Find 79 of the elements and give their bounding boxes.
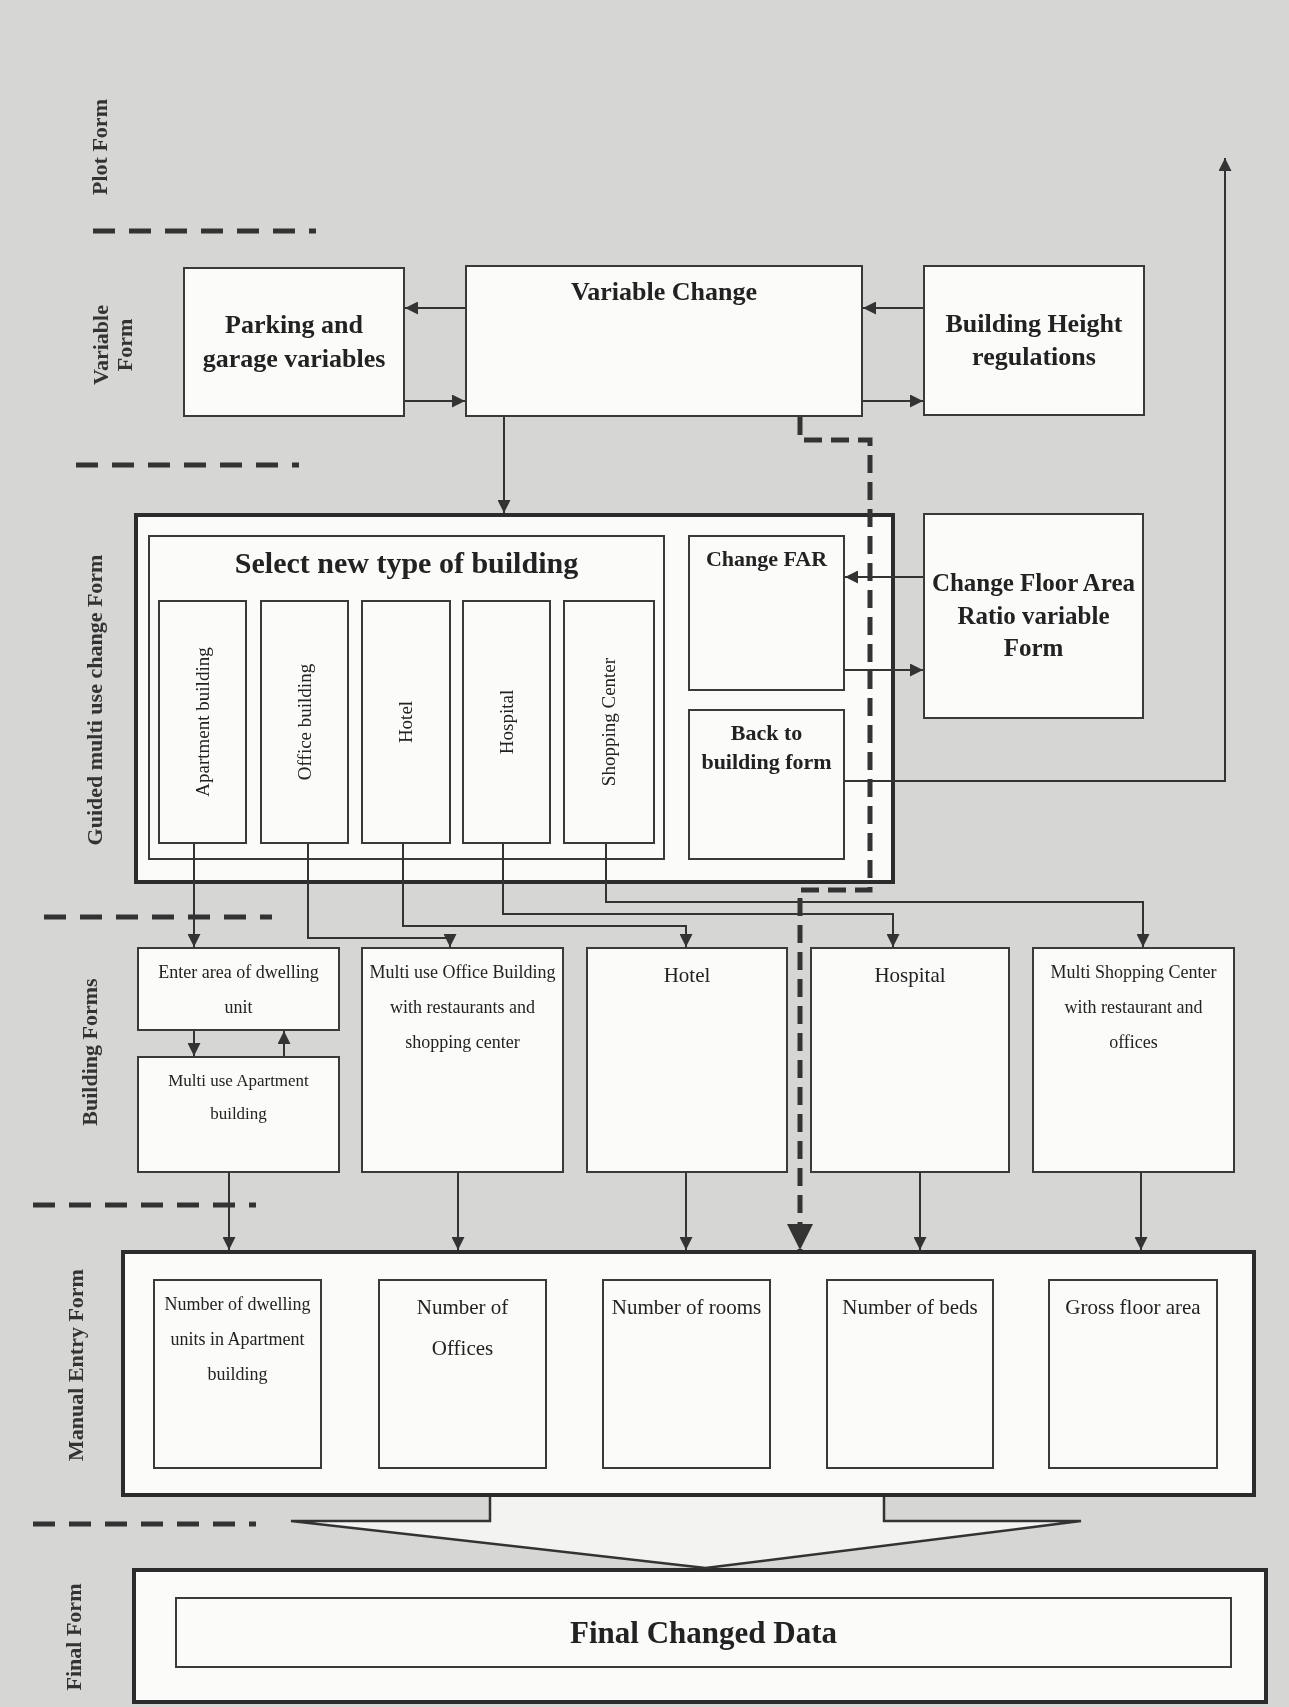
- section-label: Guided multi use change Form: [82, 553, 108, 848]
- box-label: Multi use Apartment building: [167, 1070, 310, 1126]
- arrow: [862, 394, 924, 408]
- box-label: Building Height regulations: [944, 307, 1124, 374]
- box-label: Number of beds: [841, 1294, 979, 1321]
- box-label: Select new type of building: [233, 545, 580, 581]
- form-box: [602, 1279, 771, 1469]
- return-arrow: [844, 157, 1232, 782]
- box-label: Change Floor Area Ratio variable Form: [930, 568, 1137, 664]
- arrow: [862, 301, 924, 315]
- form-box: [361, 600, 451, 844]
- box-label: Hospital: [873, 962, 947, 989]
- arrow: [787, 417, 873, 1250]
- form-box: [688, 709, 845, 860]
- arrow: [404, 301, 466, 315]
- box-label: Hospital: [495, 689, 518, 755]
- arrow: [605, 843, 1150, 948]
- box-label: Multi Shopping Center with restaurant and offices: [1049, 961, 1218, 1055]
- box-label: Enter area of dwelling unit: [157, 961, 320, 1020]
- box-label: Shopping Center: [598, 657, 620, 787]
- form-box: [361, 947, 564, 1173]
- arrow: [502, 843, 900, 948]
- box-label: Change FAR: [704, 545, 829, 573]
- form-box: [175, 1597, 1232, 1668]
- arrow: [679, 1172, 693, 1251]
- arrow: [497, 416, 511, 514]
- section-label: Final Form: [61, 1582, 87, 1693]
- arrow: [451, 1172, 465, 1251]
- form-panel: [132, 1568, 1268, 1704]
- box-label: Variable Change: [569, 276, 759, 308]
- arrow: [844, 570, 924, 584]
- arrow: [404, 394, 466, 408]
- arrow: [307, 843, 457, 948]
- box-label: Office building: [293, 663, 316, 781]
- form-box: [688, 535, 845, 691]
- section-label: Plot Form: [87, 98, 113, 197]
- box-label: Apartment building: [191, 647, 214, 797]
- form-box: [1032, 947, 1235, 1173]
- form-box: [462, 600, 551, 844]
- form-box: [923, 265, 1145, 416]
- box-label: Multi use Office Building with restaurants and shopping center: [368, 961, 557, 1055]
- box-label: Final Changed Data: [569, 1613, 838, 1652]
- form-box: [923, 513, 1144, 719]
- arrow: [187, 843, 201, 948]
- box-label: Gross floor area: [1064, 1294, 1202, 1321]
- form-box: [378, 1279, 547, 1469]
- form-panel: [134, 513, 895, 884]
- box-label: Parking and garage variables: [201, 309, 387, 375]
- form-box: [260, 600, 349, 844]
- box-label: Back to building form: [700, 719, 833, 776]
- funnel-arrow: [289, 1495, 1083, 1570]
- section-label: Building Forms: [77, 977, 103, 1128]
- arrow: [402, 843, 693, 948]
- box-label: Number of dwelling units in Apartment building: [163, 1293, 312, 1387]
- section-label: Manual Entry Form: [63, 1268, 89, 1463]
- box-label: Hotel: [662, 962, 712, 989]
- form-box: [826, 1279, 994, 1469]
- arrow: [1134, 1172, 1148, 1251]
- form-box: [586, 947, 788, 1173]
- form-box: [153, 1279, 322, 1469]
- form-box: [148, 535, 665, 860]
- box-label: Number of Offices: [415, 1294, 510, 1362]
- arrow: [277, 1030, 291, 1057]
- arrow: [844, 663, 924, 677]
- form-box: [810, 947, 1010, 1173]
- arrow: [187, 1030, 201, 1057]
- form-box: [137, 1056, 340, 1173]
- form-box: [183, 267, 405, 417]
- form-box: [1048, 1279, 1218, 1469]
- section-label: Variable Form: [88, 304, 138, 387]
- box-label: Number of rooms: [610, 1294, 763, 1321]
- form-box: [158, 600, 247, 844]
- box-label: Hotel: [395, 700, 417, 744]
- form-box: [465, 265, 863, 417]
- arrow: [222, 1172, 236, 1251]
- arrow: [913, 1172, 927, 1251]
- form-panel: [121, 1250, 1256, 1497]
- form-box: [563, 600, 655, 844]
- form-box: [137, 947, 340, 1031]
